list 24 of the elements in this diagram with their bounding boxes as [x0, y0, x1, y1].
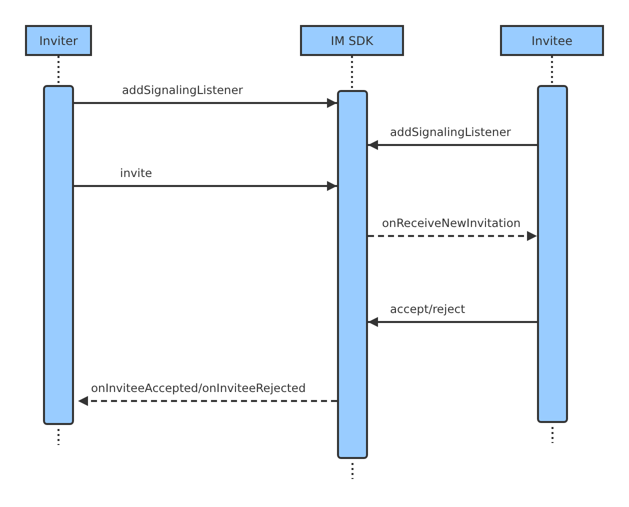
edge-label: invite [119, 166, 154, 180]
lifeline [551, 56, 553, 85]
participant-box [500, 25, 604, 56]
edge-label: accept/reject [389, 302, 466, 316]
message-arrow [74, 98, 337, 108]
activation-bar [337, 90, 368, 459]
message-arrow [368, 317, 537, 327]
lifeline [58, 56, 60, 85]
participant-box [25, 25, 92, 56]
lifeline [351, 56, 353, 90]
message-arrow [74, 181, 337, 191]
participant-name: Invitee [531, 34, 573, 48]
participant-name: Inviter [39, 34, 78, 48]
edge-label: onInviteeAccepted/onInviteeRejected [90, 381, 307, 395]
participant-box [300, 25, 404, 56]
activation-bar [43, 85, 74, 425]
message-arrow [368, 140, 537, 150]
message-arrow [368, 231, 537, 241]
edge-label: addSignalingListener [389, 125, 512, 139]
edge-label: onReceiveNewInvitation [381, 216, 522, 230]
edge-label: addSignalingListener [121, 83, 244, 97]
participant-name: IM SDK [330, 34, 374, 48]
activation-bar [537, 85, 568, 423]
message-arrow [78, 396, 337, 406]
